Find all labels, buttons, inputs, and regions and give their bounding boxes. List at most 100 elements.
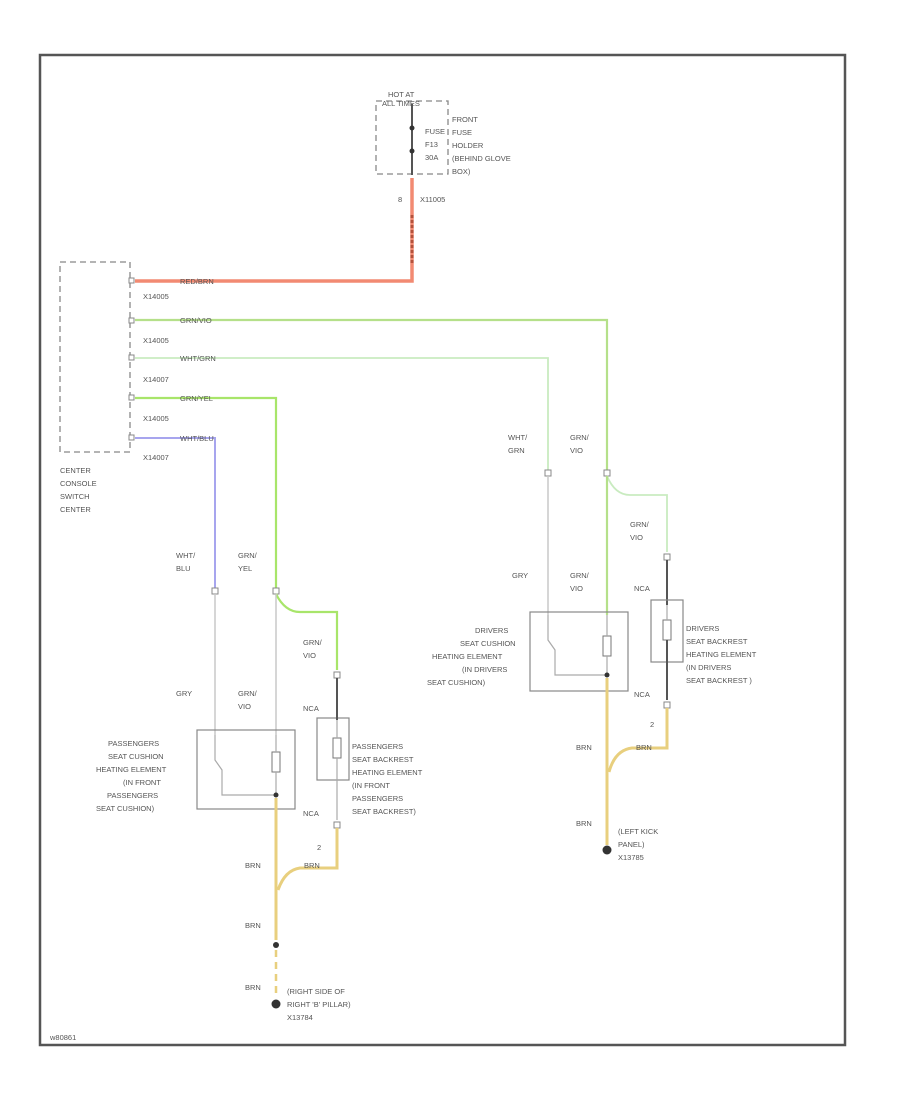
drv-wht-grn-1: WHT/	[508, 433, 528, 442]
console-connector-2: X14005	[143, 336, 169, 345]
drv-cushion-switch	[547, 615, 607, 676]
pass-cushion-line-3: HEATING ELEMENT	[96, 765, 167, 774]
drv-backrest-conn-top	[663, 553, 671, 561]
hot-at-line2: ALL TIMES	[382, 99, 420, 108]
red-brn-wire	[135, 178, 414, 283]
pass-cushion-switch	[214, 735, 276, 796]
pass-cushion-resistor	[271, 751, 281, 773]
pass-gry-label: GRY	[176, 689, 192, 698]
holder-line-3: HOLDER	[452, 141, 484, 150]
drv-backrest-line-2: SEAT BACKREST	[686, 637, 748, 646]
pass-ground-symbol	[271, 999, 281, 1009]
grn-vio-wire-label: GRN/VIO	[180, 316, 212, 325]
drv-cushion-line-1: DRIVERS	[475, 626, 508, 635]
drv-cushion-line-4: (IN DRIVERS	[462, 665, 507, 674]
pass-ground-line-2: RIGHT 'B' PILLAR)	[287, 1000, 351, 1009]
pass-wht-blu-1: WHT/	[176, 551, 196, 560]
drv-cushion-resistor	[602, 635, 612, 657]
fuse-line-3: 30A	[425, 153, 438, 162]
pass-nca-bottom: NCA	[303, 809, 319, 818]
pass-grn-yel-1: GRN/	[238, 551, 258, 560]
drv-grn-vio2-1: GRN/	[570, 571, 590, 580]
drv-cushion-line-2: SEAT CUSHION	[460, 639, 516, 648]
pass-nca-top: NCA	[303, 704, 319, 713]
drv-grn-vio-r-2: VIO	[630, 533, 643, 542]
holder-line-2: FUSE	[452, 128, 472, 137]
drv-conn-left	[544, 469, 552, 477]
diagram-frame	[38, 53, 847, 1047]
drv-cushion-splice	[604, 672, 610, 678]
drv-backrest-line-3: HEATING ELEMENT	[686, 650, 757, 659]
drv-grn-vio-branch	[606, 475, 668, 552]
holder-line-5: BOX)	[452, 167, 471, 176]
console-connector-1: X14005	[143, 292, 169, 301]
wht-blu-wire-label: WHT/BLU	[180, 434, 214, 443]
drv-backrest-line-1: DRIVERS	[686, 624, 719, 633]
drv-grn-vio-1: GRN/	[570, 433, 590, 442]
pass-backrest-line-6: SEAT BACKREST)	[352, 807, 416, 816]
drv-cushion-element-box	[529, 611, 629, 692]
console-line-2: CONSOLE	[60, 479, 97, 488]
hot-at-label: HOT AT	[388, 90, 415, 99]
drv-gry-label: GRY	[512, 571, 528, 580]
holder-line-1: FRONT	[452, 115, 478, 124]
grn-yel-wire	[135, 396, 278, 590]
drv-grn-vio-r-1: GRN/	[630, 520, 650, 529]
pass-grn-vio2-2: VIO	[238, 702, 251, 711]
console-line-1: CENTER	[60, 466, 91, 475]
console-pin-1	[128, 277, 135, 284]
pass-cushion-line-2: SEAT CUSHION	[108, 752, 164, 761]
drv-brn-2: BRN	[636, 743, 652, 752]
console-pin-3	[128, 354, 135, 361]
console-pin-2	[128, 317, 135, 324]
drv-brn-wire-backrest	[607, 708, 669, 773]
drv-backrest-resistor	[662, 619, 672, 641]
diagram-id: w80861	[49, 1033, 76, 1042]
holder-line-4: (BEHIND GLOVE	[452, 154, 511, 163]
console-pin-4	[128, 394, 135, 401]
pass-grn-yel-2: YEL	[238, 564, 252, 573]
pass-cushion-element-box	[196, 729, 296, 810]
pass-brn-1: BRN	[245, 861, 261, 870]
pass-grn-vio2-1: GRN/	[238, 689, 258, 698]
drv-ground-line-1: (LEFT KICK	[618, 827, 658, 836]
switch-center-outline	[59, 261, 131, 453]
fuse-block: HOT AT ALL TIMES FUSE F13 30A FRONT FUSE…	[375, 90, 511, 204]
pass-backrest-line-1: PASSENGERS	[352, 742, 403, 751]
pass-cushion-line-4: (IN FRONT	[123, 778, 161, 787]
wht-blu-wire	[135, 437, 216, 590]
drv-ground-symbol	[602, 845, 612, 855]
drv-brn-3: BRN	[576, 819, 592, 828]
grn-vio-wire	[135, 318, 609, 470]
pass-cushion-splice	[273, 792, 279, 798]
pass-brn-4: BRN	[245, 983, 261, 992]
pass-backrest-line-4: (IN FRONT	[352, 781, 390, 790]
console-pin-5	[128, 434, 135, 441]
pass-backrest-conn-bottom	[333, 821, 341, 829]
console-connector-4: X14005	[143, 414, 169, 423]
console-line-4: CENTER	[60, 505, 91, 514]
wht-grn-wire	[135, 357, 549, 470]
fuse-line-1: FUSE	[425, 127, 445, 136]
pass-backrest-line-2: SEAT BACKREST	[352, 755, 414, 764]
drv-nca-bottom: NCA	[634, 690, 650, 699]
pass-conn-mid	[272, 587, 280, 595]
fuse-terminal-top	[409, 125, 415, 131]
drv-cushion-line-3: HEATING ELEMENT	[432, 652, 503, 661]
drv-ground-line-2: PANEL)	[618, 840, 645, 849]
pass-ground-line-3: X13784	[287, 1013, 313, 1022]
pass-backrest-resistor	[332, 737, 342, 759]
pass-backrest-line-3: HEATING ELEMENT	[352, 768, 423, 777]
drv-brn-1: BRN	[576, 743, 592, 752]
pass-backrest-element-box	[316, 717, 350, 781]
drv-grn-vio-2: VIO	[570, 446, 583, 455]
pass-conn-left	[211, 587, 219, 595]
pass-brn-2: BRN	[304, 861, 320, 870]
drv-grn-vio2-2: VIO	[570, 584, 583, 593]
pass-grn-vio-branch	[275, 593, 339, 670]
grn-yel-wire-label: GRN/YEL	[180, 394, 213, 403]
console-connector-5: X14007	[143, 453, 169, 462]
console-line-3: SWITCH	[60, 492, 90, 501]
drv-backrest-conn-bottom	[663, 701, 671, 709]
